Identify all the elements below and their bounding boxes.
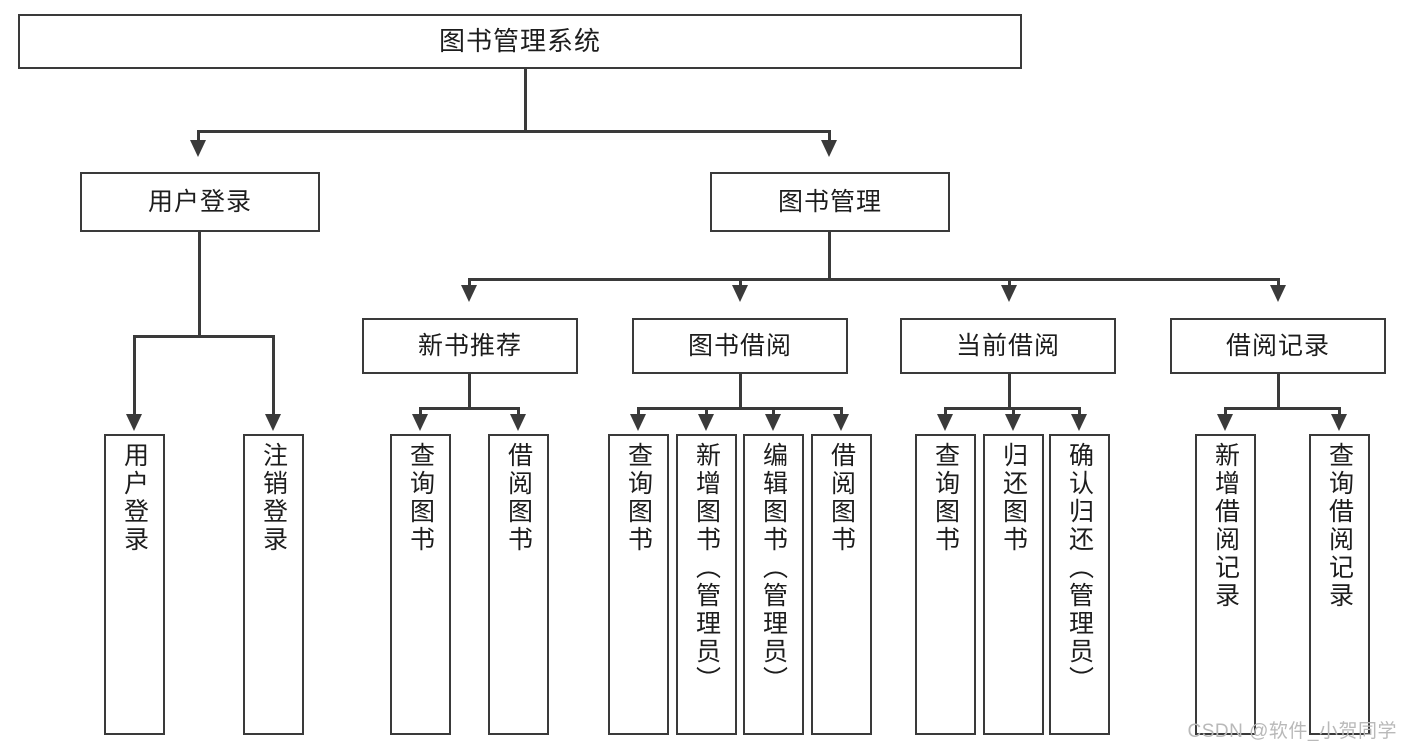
leaf-query-book-borrow[interactable]: 查询图书 (608, 434, 669, 735)
connector-root-to-bookmgmt (828, 130, 831, 142)
connector-bookmgmt-drop-1 (468, 278, 471, 286)
arrow-to-leaf-query-book-1 (412, 414, 428, 431)
arrow-to-leaf-user-login (126, 414, 142, 431)
connector-currentborrow-drop-2 (1012, 407, 1015, 416)
node-label: 查询图书 (406, 442, 435, 554)
node-label: 查询借阅记录 (1325, 442, 1354, 610)
node-root-system[interactable]: 图书管理系统 (18, 14, 1022, 69)
connector-bookmgmt-bus (468, 278, 1280, 281)
node-label: 注销登录 (259, 442, 288, 554)
arrow-to-leaf-query-book-2 (630, 414, 646, 431)
connector-root-to-userlogin (197, 130, 200, 142)
arrow-to-leaf-add-book (698, 414, 714, 431)
connector-bookborrow-drop-4 (840, 407, 843, 416)
connector-currentborrow-drop-3 (1078, 407, 1081, 416)
node-borrow-record[interactable]: 借阅记录 (1170, 318, 1386, 374)
node-label: 借阅记录 (1225, 331, 1330, 360)
node-label: 图书借阅 (687, 331, 792, 360)
arrow-to-leaf-confirm-return (1071, 414, 1087, 431)
connector-bookmgmt-drop-3 (1008, 278, 1011, 286)
node-label: 图书管理系统 (438, 25, 601, 56)
node-label: 归还图书 (999, 442, 1028, 554)
leaf-return-book[interactable]: 归还图书 (983, 434, 1044, 735)
connector-bookborrow-stem (739, 374, 742, 410)
arrow-to-leaf-logout (265, 414, 281, 431)
connector-bookborrow-bus (637, 407, 841, 410)
connector-bookborrow-drop-2 (705, 407, 708, 416)
node-label: 编辑图书（管理员） (759, 442, 788, 694)
node-label: 新增图书（管理员） (692, 442, 721, 694)
connector-bookborrow-drop-1 (637, 407, 640, 416)
node-label: 新书推荐 (417, 331, 522, 360)
connector-root-stem (524, 69, 527, 132)
connector-newbook-stem (468, 374, 471, 410)
connector-root-bus (197, 130, 830, 133)
arrow-to-userlogin (190, 140, 206, 157)
node-label: 确认归还（管理员） (1065, 442, 1094, 694)
node-label: 借阅图书 (504, 442, 533, 554)
node-label: 图书管理 (777, 187, 882, 216)
arrow-to-leaf-borrow-book-1 (510, 414, 526, 431)
leaf-logout[interactable]: 注销登录 (243, 434, 304, 735)
arrow-to-leaf-borrow-book-2 (833, 414, 849, 431)
arrow-to-leaf-return-book (1005, 414, 1021, 431)
connector-newbook-bus (419, 407, 520, 410)
arrow-to-bookmgmt (821, 140, 837, 157)
node-user-login[interactable]: 用户登录 (80, 172, 320, 232)
connector-userlogin-drop-2 (272, 335, 275, 416)
connector-userlogin-drop-1 (133, 335, 136, 416)
leaf-add-book-admin[interactable]: 新增图书（管理员） (676, 434, 737, 735)
leaf-query-book-recommend[interactable]: 查询图书 (390, 434, 451, 735)
connector-borrowrecord-bus (1224, 407, 1341, 410)
node-book-management[interactable]: 图书管理 (710, 172, 950, 232)
node-label: 新增借阅记录 (1211, 442, 1240, 610)
leaf-edit-book-admin[interactable]: 编辑图书（管理员） (743, 434, 804, 735)
connector-bookmgmt-drop-2 (739, 278, 742, 286)
leaf-add-borrow-record[interactable]: 新增借阅记录 (1195, 434, 1256, 735)
node-new-book-recommend[interactable]: 新书推荐 (362, 318, 578, 374)
connector-bookborrow-drop-3 (772, 407, 775, 416)
node-current-borrow[interactable]: 当前借阅 (900, 318, 1116, 374)
node-label: 用户登录 (120, 442, 149, 554)
arrow-to-leaf-query-record (1331, 414, 1347, 431)
connector-currentborrow-drop-1 (944, 407, 947, 416)
leaf-borrow-book[interactable]: 借阅图书 (811, 434, 872, 735)
node-label: 查询图书 (624, 442, 653, 554)
leaf-query-borrow-record[interactable]: 查询借阅记录 (1309, 434, 1370, 735)
leaf-confirm-return-admin[interactable]: 确认归还（管理员） (1049, 434, 1110, 735)
arrow-to-borrow-record (1270, 285, 1286, 302)
arrow-to-current-borrow (1001, 285, 1017, 302)
connector-userlogin-bus (133, 335, 275, 338)
arrow-to-leaf-add-record (1217, 414, 1233, 431)
arrow-to-new-book-recommend (461, 285, 477, 302)
connector-newbook-drop-2 (517, 407, 520, 416)
leaf-user-login[interactable]: 用户登录 (104, 434, 165, 735)
leaf-query-book-current[interactable]: 查询图书 (915, 434, 976, 735)
connector-bookmgmt-drop-4 (1277, 278, 1280, 286)
leaf-borrow-book-recommend[interactable]: 借阅图书 (488, 434, 549, 735)
connector-currentborrow-stem (1008, 374, 1011, 410)
arrow-to-book-borrow (732, 285, 748, 302)
connector-bookmgmt-stem (828, 232, 831, 281)
node-label: 当前借阅 (955, 331, 1060, 360)
connector-userlogin-stem (198, 232, 201, 338)
node-label: 用户登录 (147, 187, 252, 216)
node-label: 借阅图书 (827, 442, 856, 554)
node-label: 查询图书 (931, 442, 960, 554)
connector-borrowrecord-stem (1277, 374, 1280, 410)
connector-borrowrecord-drop-1 (1224, 407, 1227, 416)
node-book-borrow[interactable]: 图书借阅 (632, 318, 848, 374)
connector-newbook-drop-1 (419, 407, 422, 416)
arrow-to-leaf-edit-book (765, 414, 781, 431)
connector-borrowrecord-drop-2 (1338, 407, 1341, 416)
arrow-to-leaf-query-book-3 (937, 414, 953, 431)
